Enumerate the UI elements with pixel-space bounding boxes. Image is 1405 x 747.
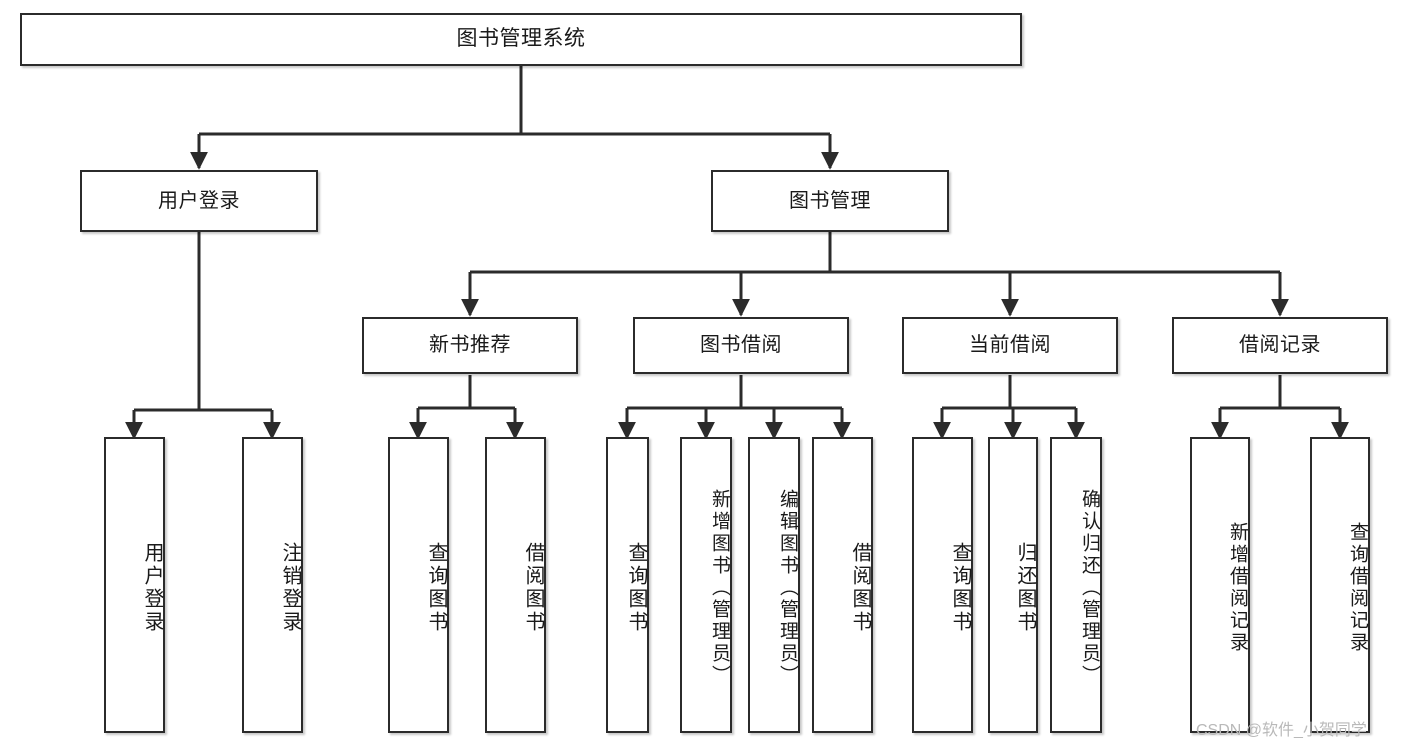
node-leaf-user-login[interactable]: 用户登录 — [104, 437, 165, 733]
node-label: 图书管理系统 — [456, 27, 586, 51]
node-label: 借阅记录 — [1239, 334, 1321, 356]
node-label: 查询图书 — [949, 542, 971, 634]
node-root[interactable]: 图书管理系统 — [20, 13, 1022, 66]
node-label: 确认归还（管理员） — [1079, 489, 1100, 687]
node-label: 查询图书 — [625, 542, 647, 634]
node-leaf-query-book-1[interactable]: 查询图书 — [388, 437, 449, 733]
node-new-book-recommend[interactable]: 新书推荐 — [362, 317, 578, 374]
node-leaf-return-book[interactable]: 归还图书 — [988, 437, 1038, 733]
node-leaf-add-book[interactable]: 新增图书（管理员） — [680, 437, 732, 733]
node-label: 借阅图书 — [849, 542, 871, 634]
node-leaf-borrow-book-1[interactable]: 借阅图书 — [485, 437, 546, 733]
node-book-manage[interactable]: 图书管理 — [711, 170, 949, 232]
node-label: 编辑图书（管理员） — [777, 489, 798, 687]
node-label: 注销登录 — [279, 542, 301, 634]
node-leaf-query-book-2[interactable]: 查询图书 — [606, 437, 649, 733]
node-label: 新书推荐 — [429, 334, 511, 356]
node-label: 查询借阅记录 — [1347, 522, 1368, 654]
node-label: 当前借阅 — [969, 334, 1051, 356]
node-label: 查询图书 — [425, 542, 447, 634]
node-label: 图书借阅 — [700, 334, 782, 356]
node-label: 新增图书（管理员） — [709, 489, 730, 687]
node-book-borrow[interactable]: 图书借阅 — [633, 317, 849, 374]
node-leaf-logout[interactable]: 注销登录 — [242, 437, 303, 733]
node-label: 用户登录 — [141, 542, 163, 634]
node-current-borrow[interactable]: 当前借阅 — [902, 317, 1118, 374]
node-leaf-query-book-3[interactable]: 查询图书 — [912, 437, 973, 733]
node-label: 归还图书 — [1014, 542, 1036, 634]
node-leaf-confirm-return[interactable]: 确认归还（管理员） — [1050, 437, 1102, 733]
node-leaf-edit-book[interactable]: 编辑图书（管理员） — [748, 437, 800, 733]
node-label: 用户登录 — [158, 189, 240, 212]
node-user-login[interactable]: 用户登录 — [80, 170, 318, 232]
node-borrow-record[interactable]: 借阅记录 — [1172, 317, 1388, 374]
node-label: 借阅图书 — [522, 542, 544, 634]
node-label: 新增借阅记录 — [1227, 522, 1248, 654]
node-leaf-query-record[interactable]: 查询借阅记录 — [1310, 437, 1370, 733]
node-leaf-add-record[interactable]: 新增借阅记录 — [1190, 437, 1250, 733]
node-leaf-borrow-book-2[interactable]: 借阅图书 — [812, 437, 873, 733]
node-label: 图书管理 — [789, 189, 871, 212]
